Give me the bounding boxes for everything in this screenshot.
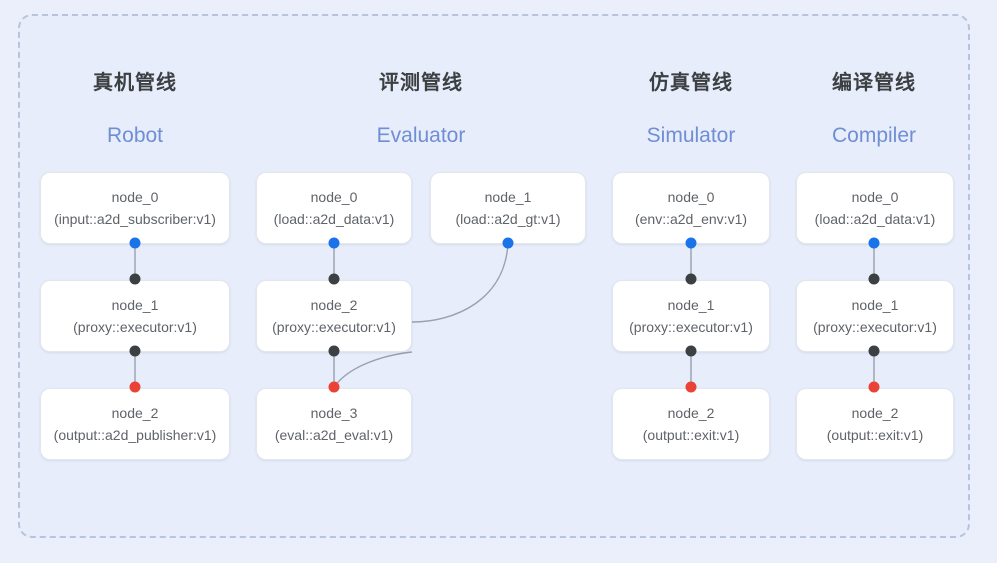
port-dot-input[interactable]	[868, 273, 880, 285]
node-spec: (proxy::executor:v1)	[272, 318, 396, 335]
node-spec: (load::a2d_gt:v1)	[455, 210, 561, 227]
port-dot-terminal[interactable]	[129, 381, 141, 393]
node-name: node_1	[111, 296, 159, 313]
port-dot-terminal[interactable]	[868, 381, 880, 393]
port-dot-input[interactable]	[868, 345, 880, 357]
node-spec: (proxy::executor:v1)	[813, 318, 937, 335]
node-name: node_2	[667, 404, 715, 421]
column-title-en-evaluator: Evaluator	[376, 124, 466, 147]
node-box[interactable]: node_2(output::exit:v1)	[612, 388, 770, 460]
port-dot-output[interactable]	[868, 237, 880, 249]
node-spec: (output::exit:v1)	[642, 426, 740, 443]
node-spec: (eval::a2d_eval:v1)	[274, 426, 394, 443]
port-dot-input[interactable]	[129, 345, 141, 357]
node-name: node_0	[111, 188, 159, 205]
node-spec: (proxy::executor:v1)	[629, 318, 753, 335]
port-dot-output[interactable]	[685, 237, 697, 249]
port-dot-output[interactable]	[129, 237, 141, 249]
node-box[interactable]: node_1(load::a2d_gt:v1)	[430, 172, 586, 244]
node-box[interactable]: node_0(input::a2d_subscriber:v1)	[40, 172, 230, 244]
node-box[interactable]: node_3(eval::a2d_eval:v1)	[256, 388, 412, 460]
column-title-en-simulator: Simulator	[646, 124, 736, 147]
node-name: node_2	[851, 404, 899, 421]
column-title-en-compiler: Compiler	[831, 124, 917, 147]
column-title-en-robot: Robot	[106, 124, 164, 147]
node-spec: (output::exit:v1)	[826, 426, 924, 443]
node-box[interactable]: node_1(proxy::executor:v1)	[612, 280, 770, 352]
port-dot-input[interactable]	[129, 273, 141, 285]
node-name: node_2	[111, 404, 159, 421]
port-dot-input[interactable]	[685, 273, 697, 285]
node-box[interactable]: node_0(env::a2d_env:v1)	[612, 172, 770, 244]
node-spec: (load::a2d_data:v1)	[273, 210, 395, 227]
node-box[interactable]: node_2(output::a2d_publisher:v1)	[40, 388, 230, 460]
node-spec: (input::a2d_subscriber:v1)	[54, 210, 216, 227]
node-name: node_0	[667, 188, 715, 205]
node-name: node_1	[667, 296, 715, 313]
port-dot-output[interactable]	[502, 237, 514, 249]
node-box[interactable]: node_1(proxy::executor:v1)	[40, 280, 230, 352]
column-title-cn-evaluator: 评测管线	[379, 72, 463, 94]
port-dot-terminal[interactable]	[685, 381, 697, 393]
port-dot-terminal[interactable]	[328, 381, 340, 393]
column-title-cn-compiler: 编译管线	[832, 72, 916, 94]
node-name: node_3	[310, 404, 358, 421]
port-dot-output[interactable]	[328, 237, 340, 249]
node-spec: (load::a2d_data:v1)	[814, 210, 936, 227]
node-name: node_1	[851, 296, 899, 313]
node-name: node_0	[310, 188, 358, 205]
port-dot-input[interactable]	[328, 273, 340, 285]
node-name: node_2	[310, 296, 358, 313]
node-box[interactable]: node_2(proxy::executor:v1)	[256, 280, 412, 352]
port-dot-input[interactable]	[328, 345, 340, 357]
port-dot-input[interactable]	[685, 345, 697, 357]
node-spec: (output::a2d_publisher:v1)	[53, 426, 217, 443]
column-title-cn-robot: 真机管线	[93, 72, 177, 94]
column-title-cn-simulator: 仿真管线	[649, 72, 733, 94]
node-box[interactable]: node_1(proxy::executor:v1)	[796, 280, 954, 352]
node-spec: (proxy::executor:v1)	[73, 318, 197, 335]
node-box[interactable]: node_0(load::a2d_data:v1)	[796, 172, 954, 244]
node-box[interactable]: node_2(output::exit:v1)	[796, 388, 954, 460]
node-box[interactable]: node_0(load::a2d_data:v1)	[256, 172, 412, 244]
node-spec: (env::a2d_env:v1)	[634, 210, 748, 227]
node-name: node_0	[851, 188, 899, 205]
node-name: node_1	[484, 188, 532, 205]
